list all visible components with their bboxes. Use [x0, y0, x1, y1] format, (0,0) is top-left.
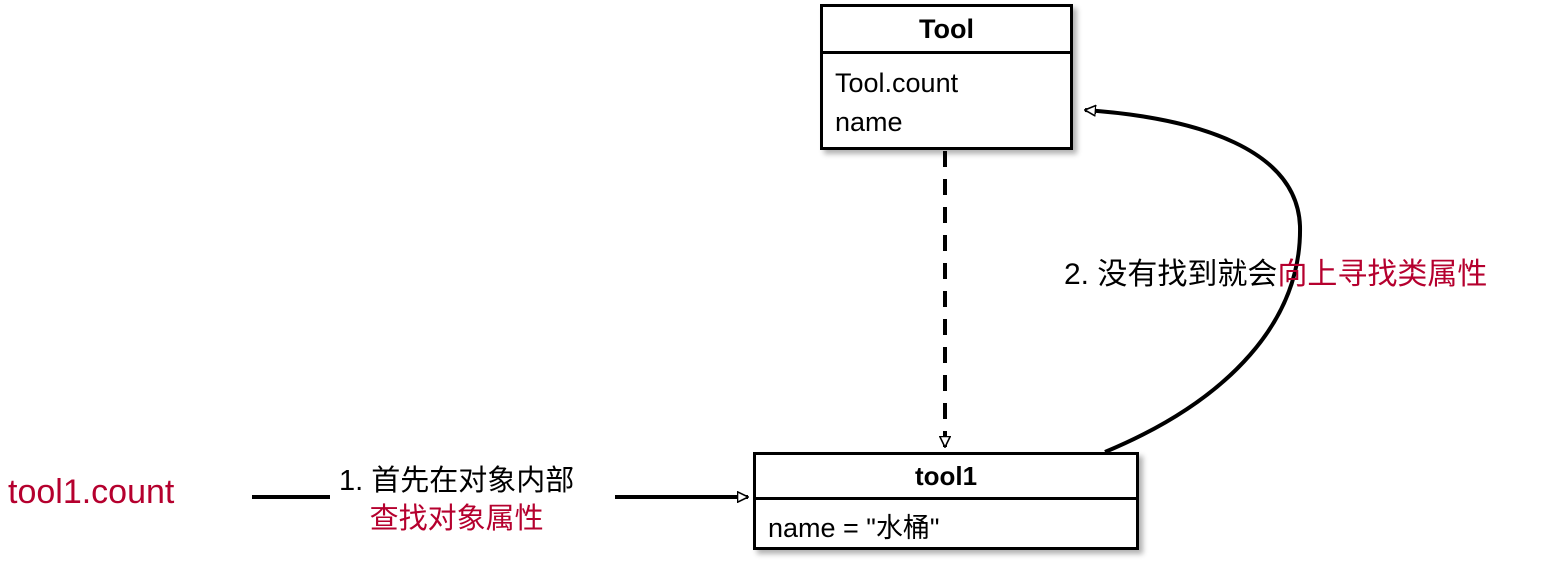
- instance-attribute-name: name = "水桶": [768, 512, 940, 543]
- expression-label: tool1.count: [8, 473, 175, 511]
- step-2-black-text: 2. 没有找到就会: [1064, 258, 1278, 291]
- step-1-annotation: 1. 首先在对象内部 查找对象属性: [339, 462, 574, 538]
- class-attribute-count: Tool.count: [835, 68, 959, 98]
- class-attribute-name: name: [835, 107, 903, 137]
- step-2-annotation: 2. 没有找到就会向上寻找类属性: [1064, 249, 1487, 293]
- class-box-tool-attributes: Tool.count name: [823, 54, 1070, 150]
- instance-box-tool1[interactable]: tool1 name = "水桶": [753, 452, 1139, 550]
- instance-box-tool1-title: tool1: [756, 455, 1136, 500]
- class-box-tool[interactable]: Tool Tool.count name: [820, 4, 1073, 150]
- instance-box-tool1-attributes: name = "水桶": [756, 500, 1136, 550]
- step-1-line-2: 查找对象属性: [369, 503, 544, 535]
- step-2-red-text: 向上寻找类属性: [1277, 258, 1488, 291]
- step-1-line-1: 1. 首先在对象内部: [339, 465, 575, 497]
- class-box-tool-title: Tool: [823, 7, 1070, 54]
